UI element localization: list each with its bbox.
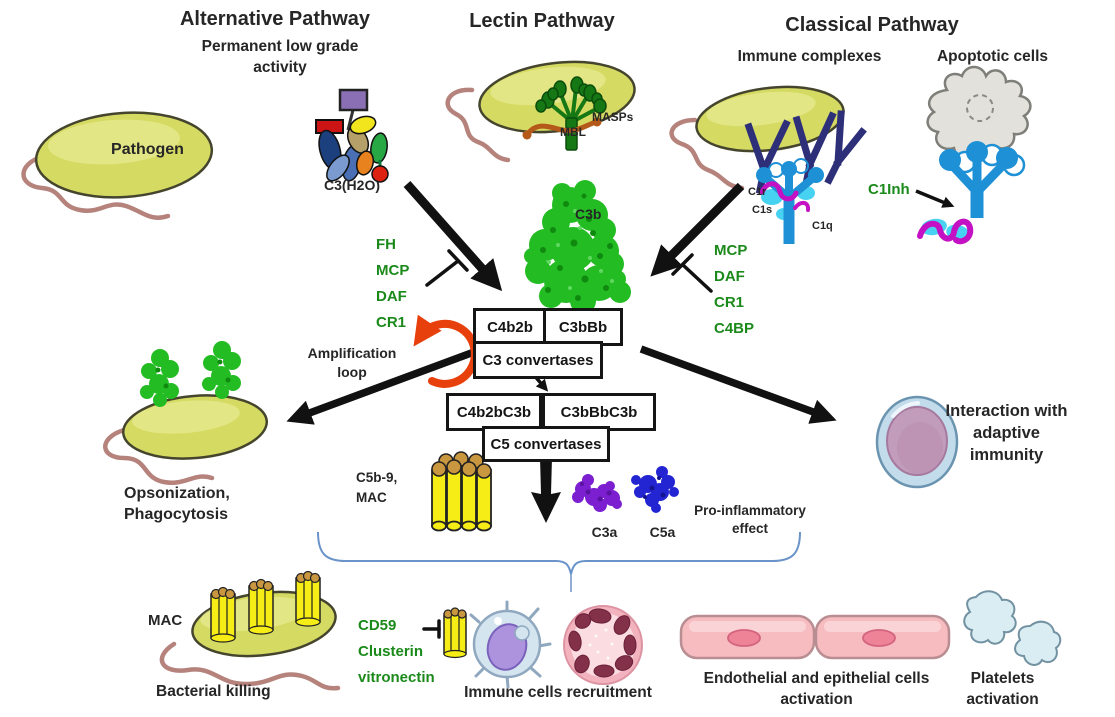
lectin-pathway-title: Lectin Pathway (469, 10, 615, 32)
immune-complexes-label: Immune complexes (737, 48, 882, 65)
mac-inhibitor-item: Clusterin (358, 643, 424, 660)
pro-inflammatory-label: Pro-inflammatory effect (694, 503, 806, 536)
c1inh-arrow (915, 189, 955, 208)
c1inh-label: C1Inh (868, 181, 910, 198)
masps-label: MASPs (592, 110, 634, 124)
regulator-item: CR1 (376, 314, 407, 331)
regulator-item: C4BP (714, 320, 755, 337)
c5a-protein-icon (631, 466, 679, 513)
c1-complex-icon (756, 158, 824, 244)
c3b-protein-icon (524, 180, 631, 314)
c3-convertases-box: C3 convertases (473, 341, 603, 379)
opsonization-line: Opsonization, (124, 485, 230, 502)
regulator-item: MCP (376, 262, 410, 279)
c4b2bc3b-convertase-box: C4b2bC3b (446, 393, 542, 431)
mac-pore-icon (431, 451, 492, 532)
regulators-right-list: MCP DAF CR1 C4BP (714, 238, 774, 342)
outcomes-brace (317, 531, 801, 592)
mac-label: MAC (148, 612, 183, 629)
mac-line: MAC (356, 490, 387, 505)
c1q-label: C1q (812, 220, 833, 232)
apoptotic-cell-icon (926, 65, 1032, 160)
c3b-label: C3b (575, 206, 602, 222)
monocyte-icon (469, 600, 552, 689)
platelets-icon (963, 590, 1062, 666)
c3h2o-molecule-icon (315, 88, 389, 183)
regulator-item: DAF (376, 288, 407, 305)
alternative-pathway-subtitle: Permanent low grade activity (201, 38, 359, 76)
apoptotic-c1q-icon (939, 141, 1026, 218)
regulators-left-list: FH MCP DAF CR1 (376, 232, 436, 336)
amplification-loop-label: Amplification loop (307, 345, 397, 380)
c5a-label: C5a (649, 524, 676, 540)
regulator-item: DAF (714, 268, 745, 285)
mac-inhibitors-list: CD59 Clusterin vitronectin (358, 613, 468, 691)
mac-inhibited-cylinder-icon (443, 607, 467, 659)
bacterial-killing-label: Bacterial killing (156, 683, 271, 700)
c5-convertases-box: C5 convertases (482, 426, 610, 462)
classical-bacterium-icon (669, 85, 845, 191)
apoptotic-cells-label: Apoptotic cells (936, 48, 1049, 65)
pathogen-label: Pathogen (111, 141, 184, 158)
inhibition-tbars (422, 249, 713, 639)
endothelial-cells-icon (679, 614, 951, 660)
regulator-item: CR1 (714, 294, 745, 311)
c1s-label: C1s (752, 204, 773, 216)
mbl-masps-icon (522, 76, 607, 151)
platelets-activation-label: Platelets activation (966, 670, 1039, 708)
classical-pathway-title: Classical Pathway (785, 14, 959, 36)
mac-inhibitor-item: vitronectin (358, 669, 435, 686)
lymphocyte-icon (875, 395, 959, 489)
regulator-item: FH (376, 236, 396, 253)
c3h2o-label: C3(H2O) (323, 177, 380, 193)
regulator-item: MCP (714, 242, 748, 259)
immune-cells-recruitment-label: Immune cells recruitment (464, 684, 652, 701)
c5b9-mac-label: C5b-9, MAC (356, 468, 397, 508)
endothelial-activation-label: Endothelial and epithelial cells activat… (703, 670, 930, 708)
c1r-label: C1r (748, 186, 767, 198)
neutrophil-icon (563, 605, 643, 685)
c3bbb-convertase-box: C3bBb (543, 308, 623, 346)
pathogen-bacterium-icon (21, 111, 214, 220)
c5-convertase-down-arrow (531, 457, 561, 523)
opsonized-bacterium-icon (103, 341, 269, 485)
c5b9-line: C5b-9, (356, 470, 398, 485)
mac-inhibitor-item: CD59 (358, 617, 397, 634)
opsonization-label: Opsonization, Phagocytosis (124, 483, 230, 525)
c1inh-molecule-icon (917, 218, 974, 245)
phagocytosis-line: Phagocytosis (124, 506, 229, 523)
mac-bacterium-icon (159, 570, 341, 691)
mbl-label: MBL (560, 125, 586, 139)
alternative-pathway-title: Alternative Pathway (179, 8, 371, 30)
c3a-protein-icon (572, 474, 622, 512)
adaptive-immunity-label: Interaction with adaptive immunity (945, 402, 1068, 464)
c3a-label: C3a (591, 524, 618, 540)
